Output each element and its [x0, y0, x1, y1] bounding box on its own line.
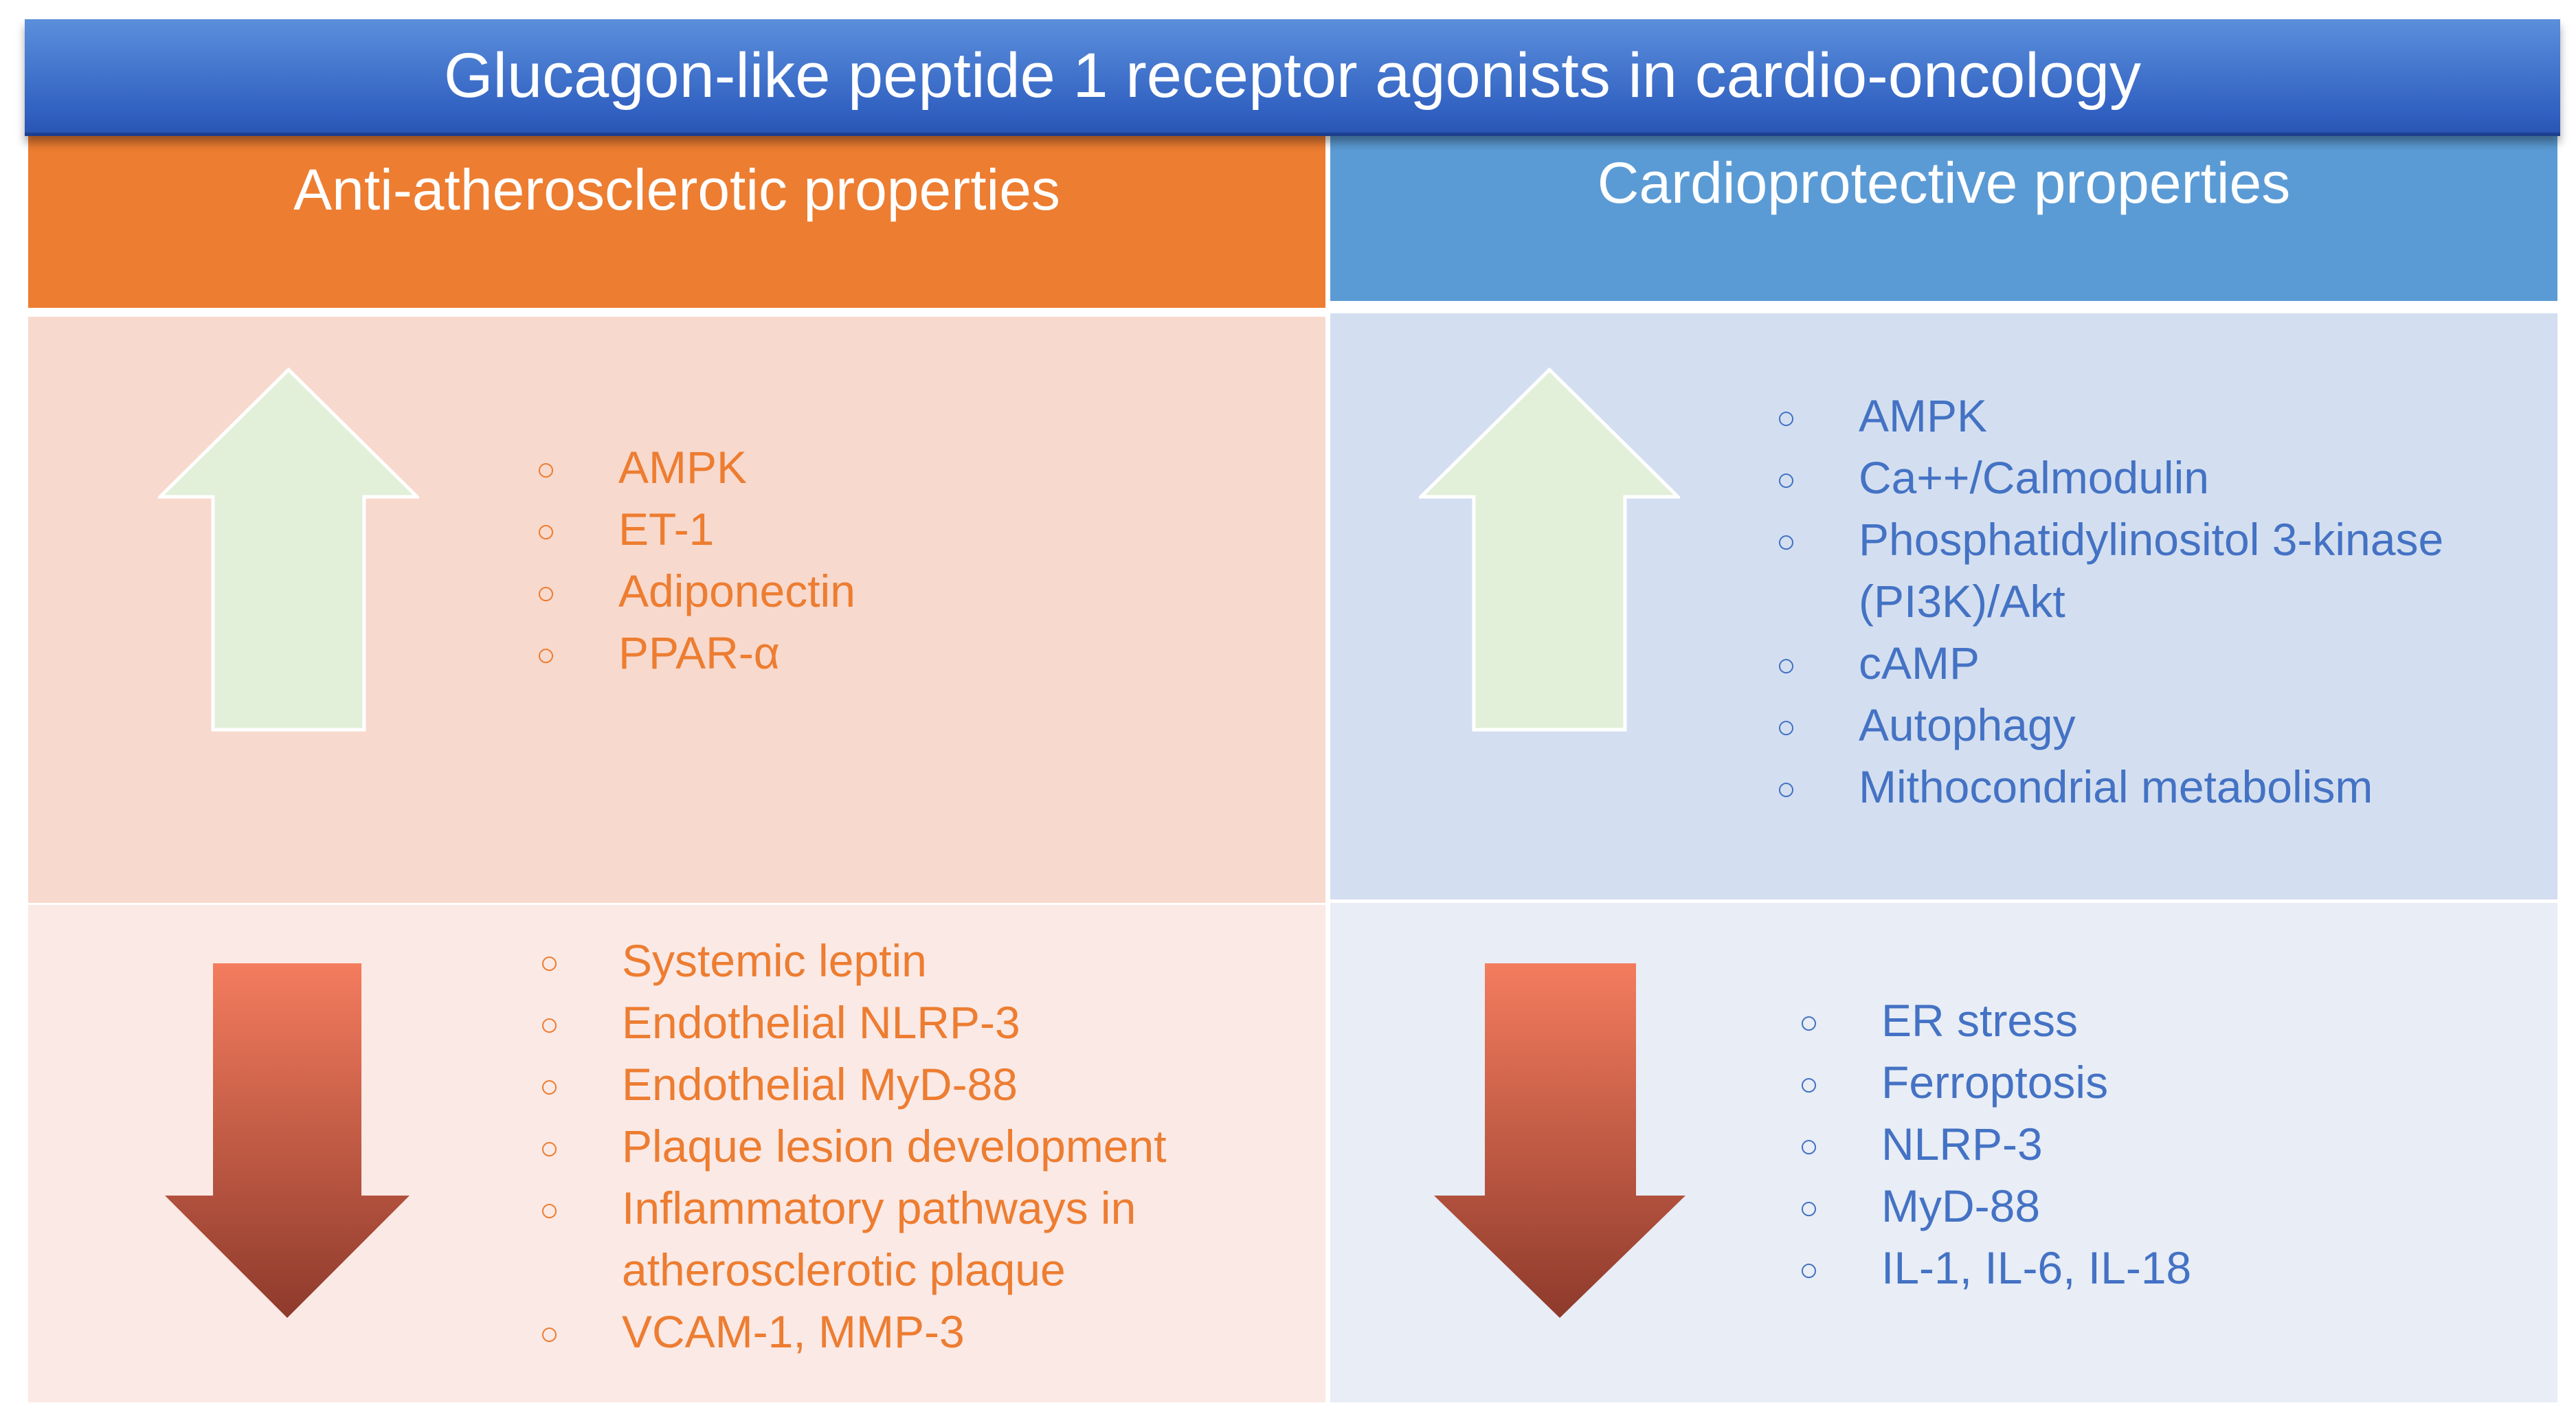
list-item-continuation: atherosclerotic plaque [622, 1244, 1066, 1295]
page-title: Glucagon-like peptide 1 receptor agonist… [25, 19, 2560, 136]
bullet-icon: ○ [1776, 524, 1796, 560]
list-item: ○Ca++/Calmodulin [1776, 447, 2443, 508]
list-item: ○ER stress [1799, 989, 2191, 1051]
right-decreased-list: ○ER stress ○Ferroptosis ○NLRP-3 ○MyD-88 … [1799, 989, 2191, 1299]
list-item: ○IL-1, IL-6, IL-18 [1799, 1237, 2191, 1299]
list-item: ○Phosphatidylinositol 3-kinase [1776, 508, 2443, 570]
bullet-icon: ○ [536, 451, 556, 488]
list-item: ○Mithocondrial metabolism [1776, 756, 2443, 818]
list-item: ○Ferroptosis [1799, 1051, 2191, 1113]
list-item: ○Systemic leptin [539, 930, 1167, 991]
list-item: ○NLRP-3 [1799, 1113, 2191, 1175]
bullet-icon: ○ [536, 637, 556, 673]
list-item: ○Endothelial MyD-88 [539, 1053, 1167, 1115]
list-item-continuation: (PI3K)/Akt [1859, 576, 2065, 627]
list-item: ○cAMP [1776, 632, 2443, 694]
list-item: ○VCAM-1, MMP-3 [539, 1301, 1167, 1363]
left-increased-list: ○AMPK ○ET-1 ○Adiponectin ○PPAR-α [536, 436, 855, 684]
up-arrow-icon [1419, 368, 1680, 732]
bullet-icon: ○ [1776, 771, 1796, 807]
down-arrow-icon [1433, 962, 1687, 1319]
list-item: ○Endothelial NLRP-3 [539, 991, 1167, 1053]
bullet-icon: ○ [1799, 1005, 1819, 1041]
bullet-icon: ○ [539, 1068, 559, 1105]
list-item: ○Plaque lesion development [539, 1115, 1167, 1177]
bullet-icon: ○ [1776, 647, 1796, 684]
list-item: ○Autophagy [1776, 694, 2443, 756]
list-item: ○Inflammatory pathways in [539, 1177, 1167, 1239]
bullet-icon: ○ [539, 1007, 559, 1043]
list-item: ○MyD-88 [1799, 1175, 2191, 1237]
bullet-icon: ○ [539, 945, 559, 981]
anti-atherosclerotic-header: Anti-atherosclerotic properties [28, 136, 1325, 308]
list-item: ○Adiponectin [536, 560, 855, 622]
down-arrow-icon [164, 962, 411, 1319]
left-decreased-list: ○Systemic leptin ○Endothelial NLRP-3 ○En… [539, 930, 1167, 1363]
list-item: ○AMPK [536, 436, 855, 498]
bullet-icon: ○ [536, 513, 556, 550]
bullet-icon: ○ [539, 1130, 559, 1167]
bullet-icon: ○ [1776, 462, 1796, 498]
bullet-icon: ○ [1776, 709, 1796, 746]
bullet-icon: ○ [1776, 400, 1796, 436]
bullet-icon: ○ [536, 575, 556, 612]
list-item: ○PPAR-α [536, 622, 855, 684]
bullet-icon: ○ [1799, 1190, 1819, 1226]
bullet-icon: ○ [539, 1316, 559, 1352]
right-increased-list: ○AMPK ○Ca++/Calmodulin ○Phosphatidylinos… [1776, 385, 2443, 818]
bullet-icon: ○ [539, 1192, 559, 1229]
list-item: ○ET-1 [536, 498, 855, 560]
bullet-icon: ○ [1799, 1252, 1819, 1288]
bullet-icon: ○ [1799, 1066, 1819, 1103]
up-arrow-icon [158, 368, 419, 732]
cardioprotective-header: Cardioprotective properties [1330, 136, 2557, 301]
bullet-icon: ○ [1799, 1128, 1819, 1165]
list-item: ○AMPK [1776, 385, 2443, 447]
